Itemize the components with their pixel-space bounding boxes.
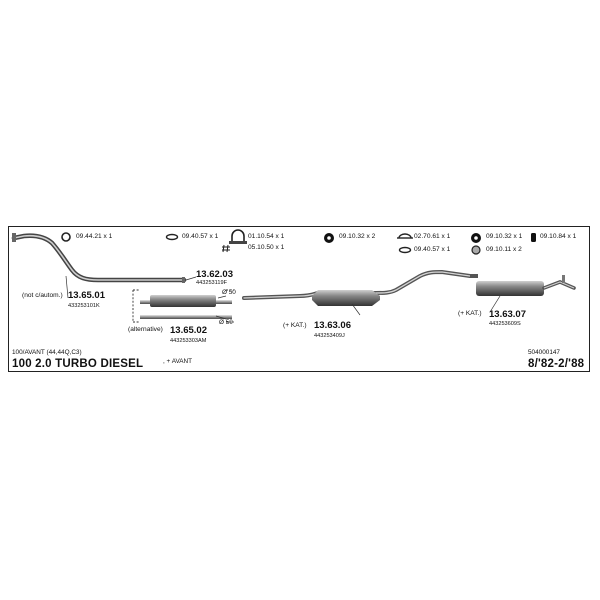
part-number-front-pipe: 13.65.01 (68, 290, 105, 301)
rubber-mount-icon (471, 233, 481, 243)
accessory-label-7: 09.40.57 x 1 (414, 246, 451, 253)
diameter-label-1: Ø 50 (222, 289, 236, 296)
rubber-ring-icon (165, 233, 179, 241)
vehicle-title: 100 2.0 TURBO DIESEL (12, 358, 144, 370)
leader-lines (65, 275, 501, 320)
part-note-rear-silencer: (+ KAT.) (458, 310, 482, 317)
gasket-ring-icon (61, 232, 71, 242)
centre-silencer (242, 269, 472, 306)
avant-note: , + AVANT (163, 358, 193, 365)
model-line: 100/AVANT (44,44Q,C3) (12, 349, 82, 356)
accessory-label-6: 02.70.61 x 1 (414, 233, 451, 240)
diameter-label-2: Ø 50 (219, 319, 233, 326)
production-years: 8/'82-2/'88 (528, 358, 585, 370)
part-number-centre-silencer: 13.63.06 (314, 320, 351, 331)
accessory-label-10: 09.10.84 x 1 (540, 233, 577, 240)
accessory-label-1: 09.44.21 x 1 (76, 233, 113, 240)
middle-pipe-bracket (132, 289, 234, 323)
hanger-icon (531, 233, 536, 242)
part-ref-centre-silencer: 443253409J (314, 333, 345, 339)
u-clamp-icon (229, 229, 247, 244)
diagram-frame (8, 226, 590, 372)
accessory-label-8: 09.10.32 x 1 (486, 233, 523, 240)
accessory-label-3: 01.10.54 x 1 (248, 233, 285, 240)
accessory-label-4: 05.10.50 x 1 (248, 244, 285, 251)
accessory-icons (61, 229, 536, 255)
catalog-code: 504000147 (528, 349, 560, 356)
rubber-ring-icon (398, 246, 412, 254)
rear-silencer (470, 274, 576, 296)
alternative-pipe (140, 315, 232, 319)
accessory-label-9: 09.10.11 x 2 (486, 246, 522, 253)
bolt-nut-icon (222, 244, 230, 253)
part-ref-alternative: 443253303AM (170, 338, 207, 344)
part-ref-front-pipe: 433253101K (68, 303, 100, 309)
pipe-clamp-icon (397, 233, 413, 239)
middle-silencer-pipe (140, 295, 232, 307)
part-note-front-pipe: (not c/autom.) (22, 292, 63, 299)
part-number-alternative: 13.65.02 (170, 325, 207, 336)
accessory-label-5: 09.10.32 x 2 (339, 233, 376, 240)
part-number-rear-silencer: 13.63.07 (489, 309, 526, 320)
accessory-label-2: 09.40.57 x 1 (182, 233, 219, 240)
front-pipe (11, 233, 187, 283)
part-ref-rear-silencer: 443253609S (489, 321, 521, 327)
rubber-bung-icon (471, 245, 481, 255)
part-note-alternative: (alternative) (128, 326, 163, 333)
part-note-centre-silencer: (+ KAT.) (283, 322, 307, 329)
part-ref-middle-pipe: 443253119F (196, 280, 228, 286)
part-number-middle-pipe: 13.62.03 (196, 269, 233, 280)
rubber-mount-icon (324, 233, 334, 243)
